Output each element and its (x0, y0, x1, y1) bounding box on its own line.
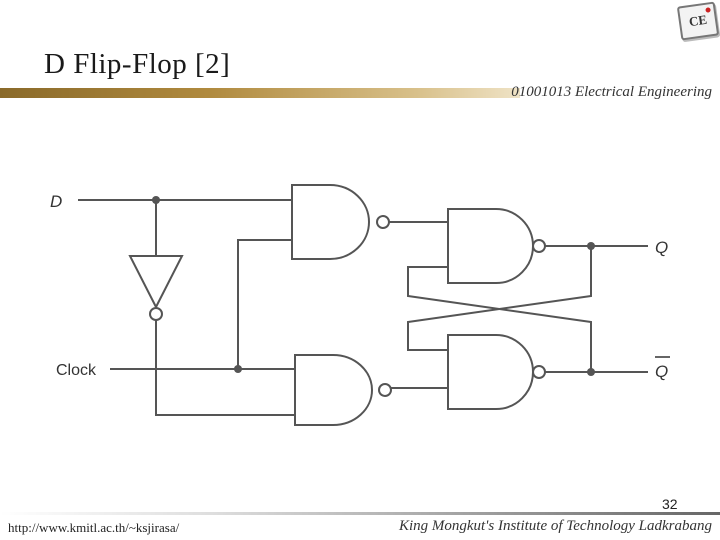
nand-gate-2 (294, 354, 392, 426)
junction-dot-qbar (587, 368, 595, 376)
footer-bar (0, 512, 720, 515)
label-d: D (50, 192, 62, 211)
wire-inverter-out (155, 320, 295, 416)
wire-qbar-feedback (407, 266, 592, 372)
nand-gate-4 (447, 334, 546, 410)
label-q-bar: Q (655, 362, 668, 381)
footer-url[interactable]: http://www.kmitl.ac.th/~ksjirasa/ (8, 520, 180, 535)
junction-dot-q (587, 242, 595, 250)
junction-dot-clock (234, 365, 242, 373)
header-bar (0, 88, 520, 98)
course-title: 01001013 Electrical Engineering (511, 84, 712, 100)
label-clock: Clock (56, 362, 97, 379)
slide-title: D Flip-Flop [2] (44, 48, 231, 80)
nand-gate-1 (291, 184, 390, 260)
wire-q-feedback (407, 246, 592, 351)
label-q: Q (655, 238, 668, 257)
nand-gate-3 (447, 208, 546, 284)
footer-institute: King Mongkut's Institute of Technology L… (398, 518, 712, 534)
page-number: 32 (662, 496, 678, 512)
inverter-gate (128, 255, 184, 321)
junction-dot-d (152, 196, 160, 204)
wire-clock-to-upper (237, 239, 292, 369)
